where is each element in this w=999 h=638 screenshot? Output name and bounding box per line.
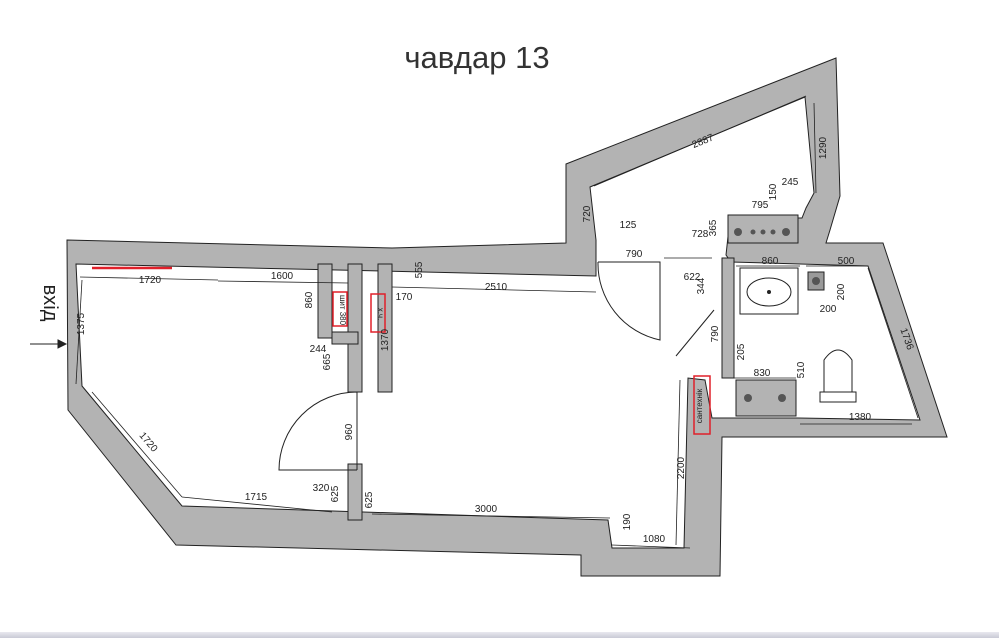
dim-555: 555 xyxy=(414,261,425,278)
stove-icon xyxy=(734,228,790,236)
dim-622: 622 xyxy=(684,272,701,283)
dim-320: 320 xyxy=(313,483,330,494)
toilet-icon xyxy=(819,349,857,403)
dim-960: 960 xyxy=(344,423,355,440)
dim-625-right: 625 xyxy=(364,491,375,508)
closet-wall-right xyxy=(347,263,363,393)
dim-795: 795 xyxy=(752,200,769,211)
dim-170: 170 xyxy=(396,292,413,303)
dim-1380: 1380 xyxy=(849,412,872,423)
dim-1715: 1715 xyxy=(245,492,268,503)
sink-icon xyxy=(739,267,799,315)
dim-860-closet: 860 xyxy=(304,291,315,308)
dim-3000: 3000 xyxy=(475,504,498,515)
dim-830: 830 xyxy=(754,368,771,379)
dim-200-horizontal: 200 xyxy=(820,304,837,315)
door-swing-icon xyxy=(278,391,358,471)
dim-1080: 1080 xyxy=(643,534,666,545)
dim-205: 205 xyxy=(736,343,747,360)
cabinet-label-box xyxy=(370,293,386,333)
dim-790-door: 790 xyxy=(710,325,721,342)
dim-2200: 2200 xyxy=(676,456,687,479)
bathroom-door-label-box xyxy=(693,375,711,435)
closet-wall-left xyxy=(317,263,333,339)
dim-365: 365 xyxy=(708,219,719,236)
entrance-arrow-icon xyxy=(30,339,68,349)
door-swing-icon xyxy=(675,309,715,357)
dim-344-left: 344 xyxy=(696,277,707,294)
dim-1290: 1290 xyxy=(818,136,829,159)
dim-1720-top: 1720 xyxy=(139,275,162,286)
dim-720: 720 xyxy=(582,205,593,222)
closet-label-box xyxy=(332,291,348,327)
dim-1375: 1375 xyxy=(76,312,87,335)
entrance-label: вхід xyxy=(39,285,61,322)
dim-625-left: 625 xyxy=(330,485,341,502)
dim-190: 190 xyxy=(622,513,633,530)
dim-665: 665 xyxy=(322,353,333,370)
closet-label: шит 380 xyxy=(338,295,347,326)
dim-510: 510 xyxy=(796,361,807,378)
shower-tray xyxy=(735,379,797,417)
dim-244: 244 xyxy=(310,344,327,355)
dim-1600: 1600 xyxy=(271,271,294,282)
cabinet-label: х.ч. xyxy=(376,308,385,321)
dim-1370: 1370 xyxy=(380,328,391,351)
dim-245: 245 xyxy=(782,177,799,188)
partition-pillar xyxy=(347,463,363,521)
dim-728: 728 xyxy=(692,229,709,240)
bathroom-wall xyxy=(721,257,735,379)
dim-125: 125 xyxy=(620,220,637,231)
dim-150: 150 xyxy=(768,183,779,200)
dim-200-vertical: 200 xyxy=(836,283,847,300)
dim-2510: 2510 xyxy=(485,282,508,293)
dim-790-top: 790 xyxy=(626,249,643,260)
dim-860-sink: 860 xyxy=(762,256,779,267)
bathroom-door-label: сантехнік xyxy=(695,388,704,423)
bottom-bar xyxy=(0,632,999,638)
partition-low xyxy=(331,331,359,345)
plan-title: чавдар 13 xyxy=(404,40,549,75)
interior-floor xyxy=(75,96,921,549)
door-swing-icon xyxy=(597,261,661,341)
dim-500: 500 xyxy=(838,256,855,267)
boiler-icon xyxy=(812,277,820,285)
dimension-lines xyxy=(75,95,919,549)
